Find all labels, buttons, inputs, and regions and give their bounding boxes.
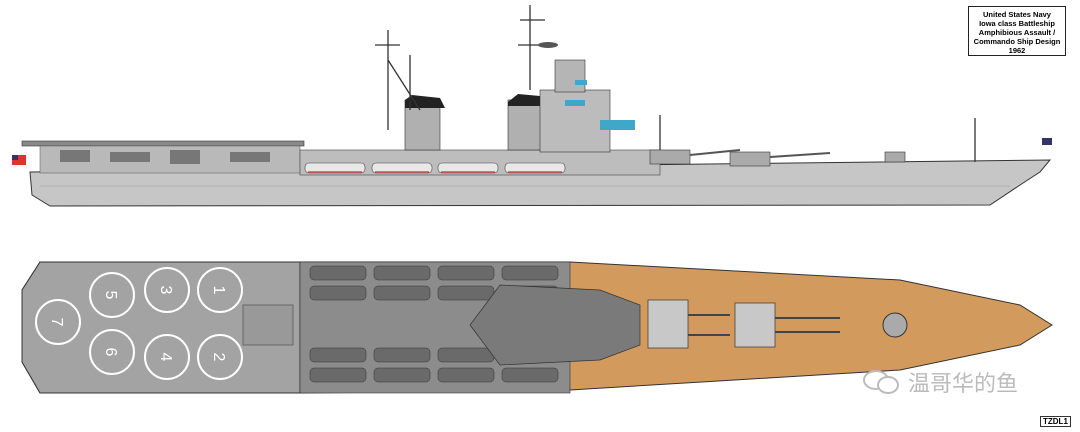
side-profile: [12, 5, 1052, 207]
superstructure-top: [469, 284, 641, 366]
boat: [309, 265, 367, 281]
helicopter-spot: [144, 267, 190, 313]
flight-deck-side: [21, 140, 305, 147]
boat: [309, 347, 367, 363]
boats-side: [304, 162, 566, 174]
title-line: United States Navy: [983, 10, 1051, 19]
title-line: Commando Ship Design: [973, 37, 1061, 46]
boat: [373, 265, 431, 281]
helicopter-spot-number: 1: [210, 286, 227, 295]
boat: [437, 285, 495, 301]
top-view: 7 5 3 1 6 4 2: [21, 261, 1053, 394]
boat: [437, 265, 495, 281]
helicopter-spot-number: 6: [102, 348, 119, 357]
helicopter-spot: [197, 334, 243, 380]
watermark-text: 温哥华的鱼: [908, 372, 1019, 397]
helicopter-spot-number: 3: [157, 286, 174, 295]
turret-side: [649, 149, 906, 167]
boat: [437, 367, 495, 383]
title-line: Iowa class Battleship: [979, 19, 1055, 28]
boat: [309, 367, 367, 383]
helicopter-spots: 7 5 3 1 6 4 2: [35, 267, 243, 380]
wechat-icon: [863, 370, 899, 394]
superstructure: [539, 89, 611, 153]
boat: [309, 285, 367, 301]
title-line: 1962: [1008, 46, 1026, 55]
helicopter-spot: [197, 267, 243, 313]
boat: [373, 367, 431, 383]
funnel-fwd: [507, 99, 544, 151]
helicopter-spot-number: 7: [48, 318, 65, 327]
helicopter-spot: [89, 329, 135, 375]
helicopter-spot-number: 2: [210, 353, 227, 362]
boat: [437, 347, 495, 363]
title-box: United States Navy Iowa class Battleship…: [968, 6, 1066, 56]
boat: [501, 367, 559, 383]
helicopter-spot: [35, 299, 81, 345]
helicopter-spot-number: 4: [157, 353, 174, 362]
title-line: Amphibious Assault /: [978, 28, 1056, 37]
boat: [373, 347, 431, 363]
watermark: 温哥华的鱼: [862, 366, 1018, 398]
boat: [373, 285, 431, 301]
helicopter-spot: [144, 334, 190, 380]
helicopter-spot: [89, 272, 135, 318]
boat: [501, 265, 559, 281]
jack-flag: [1042, 138, 1052, 145]
artist-tag: TZDL1: [1040, 416, 1071, 427]
helicopter-spot-number: 5: [102, 291, 119, 300]
